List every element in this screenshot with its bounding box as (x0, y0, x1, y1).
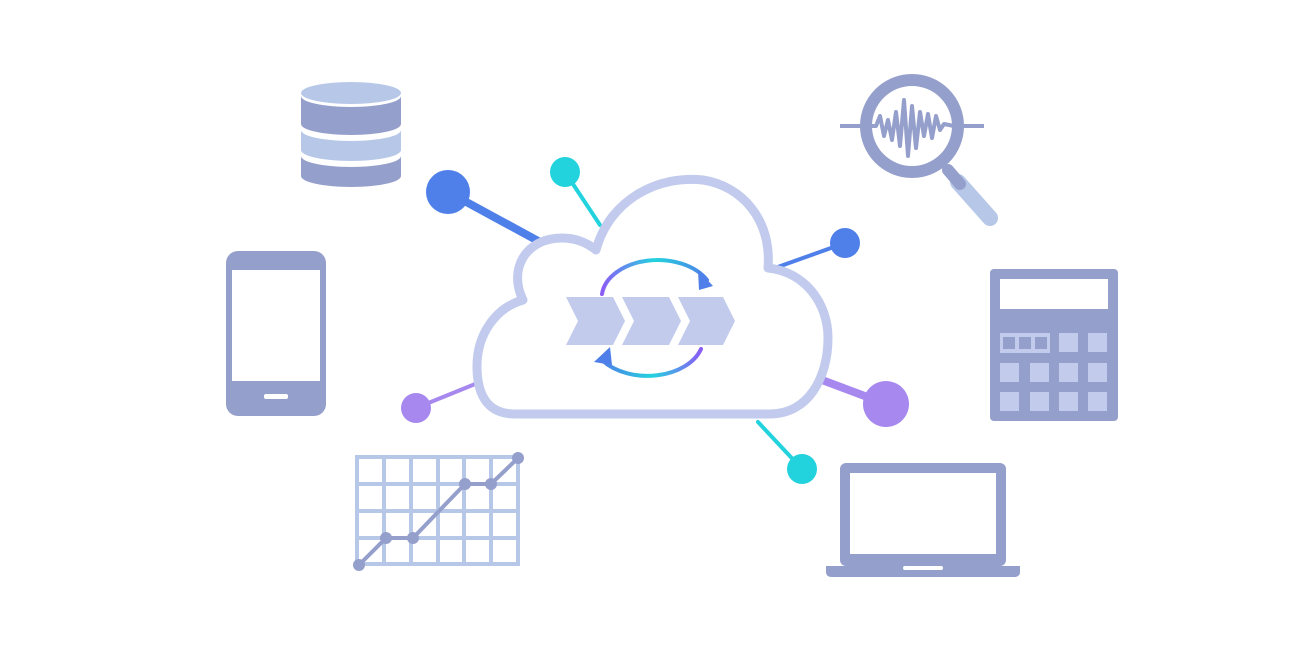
node-top-center (550, 157, 580, 187)
chevron-1 (566, 297, 625, 345)
connector-nodes (401, 157, 909, 484)
node-right-upper (830, 228, 860, 258)
chevron-3 (678, 297, 735, 345)
smartphone-icon (226, 251, 326, 416)
cloud-icon (472, 174, 833, 419)
sync-arrows-icon (594, 258, 713, 378)
laptop-icon (826, 463, 1020, 577)
waveform-magnifier-icon (840, 74, 998, 226)
node-top-left (426, 170, 470, 214)
node-right-lower (863, 381, 909, 427)
database-icon (301, 82, 401, 187)
chevron-2 (622, 297, 681, 345)
pipeline-chevrons-icon (566, 297, 735, 345)
calculator-icon (990, 269, 1118, 421)
node-bottom-right (787, 454, 817, 484)
line-chart-icon (353, 452, 524, 571)
node-left-lower (401, 393, 431, 423)
